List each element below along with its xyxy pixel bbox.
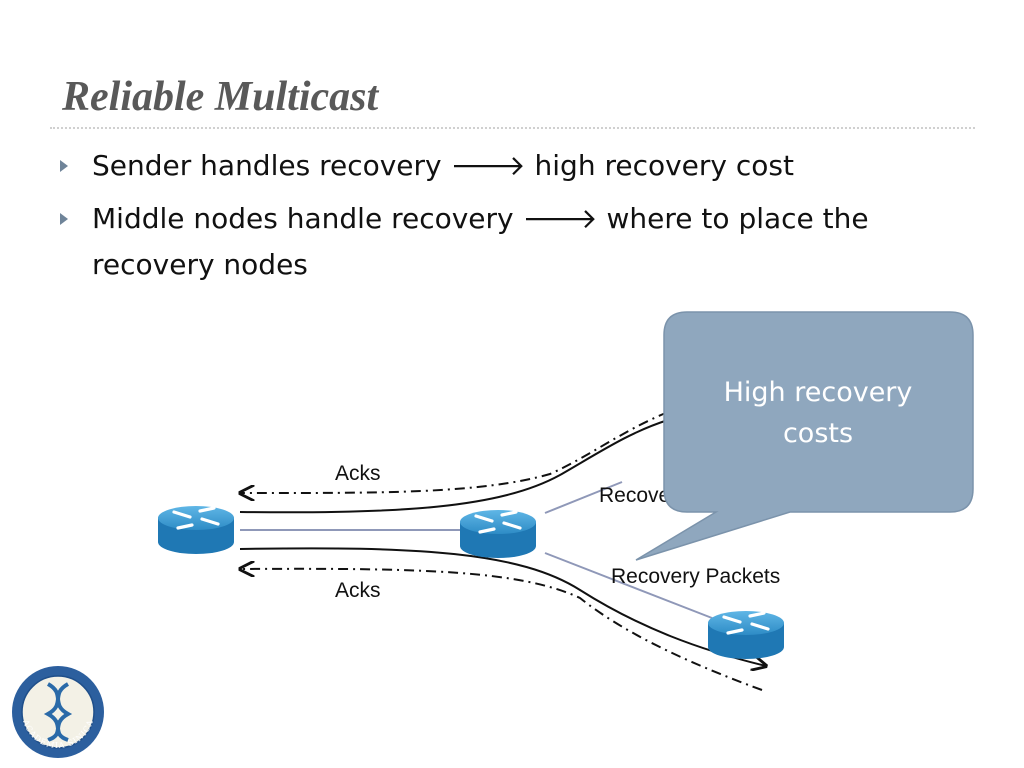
bullet-triangle-icon: [60, 213, 68, 225]
callout-text: High recovery: [724, 377, 913, 408]
data-flow-arrow: [239, 419, 669, 514]
academia-sinica-logo: ACADEMIA SINICA: [12, 666, 104, 758]
bullet-text: Middle nodes handle recovery: [92, 202, 514, 235]
bullet-item: Middle nodes handle recovery 🡒 where to …: [60, 196, 960, 288]
link-line: [544, 481, 623, 514]
router-icon: [706, 609, 786, 661]
acks-label: Acks: [335, 579, 381, 602]
router-icon: [458, 508, 538, 560]
link-line: [544, 552, 713, 619]
callout-text: costs: [783, 418, 853, 449]
acks-label: Acks: [335, 462, 381, 485]
bullet-item: Sender handles recovery 🡒 high recovery …: [60, 143, 960, 189]
slide-title: Reliable Multicast: [62, 74, 379, 120]
right-arrow-icon: 🡒: [450, 149, 526, 182]
bullet-text: high recovery cost: [534, 149, 794, 182]
recovery-packets-label: Recovery Packets: [611, 565, 780, 588]
right-arrow-icon: 🡒: [522, 202, 598, 235]
bullet-text: where to place the recovery nodes: [92, 202, 869, 281]
data-flow-arrow: [239, 547, 766, 666]
ack-arrow: [240, 411, 669, 493]
bullet-triangle-icon: [60, 160, 68, 172]
router-icon: [156, 504, 236, 556]
callout-bubble: [635, 311, 974, 561]
bullet-text: Sender handles recovery: [92, 149, 442, 182]
title-divider: [50, 127, 975, 129]
